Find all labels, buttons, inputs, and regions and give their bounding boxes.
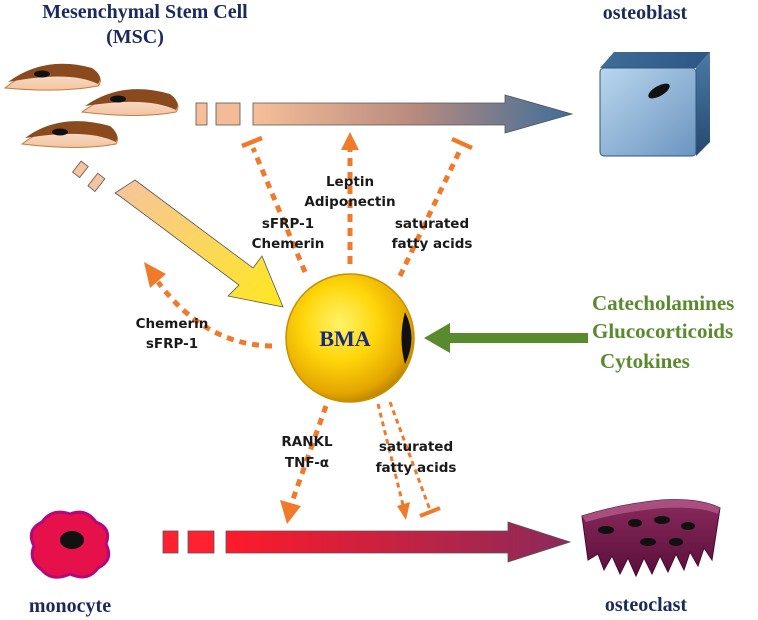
leptin-arrow bbox=[341, 132, 359, 264]
sfrp-top-inhibitor bbox=[241, 135, 308, 273]
sat-top-label-line2: fatty acids bbox=[392, 236, 473, 252]
rankl-arrow bbox=[280, 405, 329, 524]
monocyte-to-osteoclast-arrow bbox=[162, 521, 572, 563]
chemerin-left-label-line2: sFRP-1 bbox=[146, 336, 198, 352]
bma-cell bbox=[285, 273, 415, 403]
sat-top-label-line1: saturated bbox=[395, 216, 469, 232]
monocyte-title: monocyte bbox=[29, 595, 111, 617]
sat-top-inhibitor bbox=[397, 136, 473, 278]
msc-title-line2: (MSC) bbox=[106, 26, 164, 48]
sfrp-top-label-line2: Chemerin bbox=[252, 236, 325, 252]
rankl-label-line2: TNF-α bbox=[285, 455, 329, 471]
chemerin-left-arrow bbox=[144, 262, 273, 349]
leptin-label-line2: Adiponectin bbox=[304, 194, 395, 210]
bma-label: BMA bbox=[319, 326, 370, 351]
msc-cell-2 bbox=[80, 89, 179, 116]
osteoblast-cube bbox=[599, 52, 710, 157]
leptin-label-line1: Leptin bbox=[326, 174, 374, 190]
sat-bottom-signals bbox=[376, 401, 441, 520]
green-text-line3: Cytokines bbox=[600, 349, 690, 373]
sat-bottom-label-line2: fatty acids bbox=[376, 460, 457, 476]
msc-cell-3 bbox=[20, 121, 118, 148]
osteoclast-title: osteoclast bbox=[605, 594, 688, 616]
green-text-line2: Glucocorticoids bbox=[592, 319, 733, 343]
msc-cell-1 bbox=[3, 63, 101, 91]
rankl-label-line1: RANKL bbox=[281, 434, 333, 450]
monocyte-cell bbox=[29, 510, 111, 579]
sat-bottom-label-line1: saturated bbox=[379, 439, 453, 455]
green-text-line1: Catecholamines bbox=[592, 291, 734, 315]
green-input-arrow bbox=[424, 323, 588, 353]
msc-to-bma-arrow bbox=[71, 160, 284, 308]
sfrp-top-label-line1: sFRP-1 bbox=[262, 216, 314, 232]
msc-to-osteoblast-arrow bbox=[195, 94, 574, 134]
osteoblast-title: osteoblast bbox=[603, 2, 688, 24]
chemerin-left-label-line1: Chemerin bbox=[136, 316, 209, 332]
osteoclast-cell bbox=[581, 499, 721, 578]
msc-title-line1: Mesenchymal Stem Cell bbox=[42, 1, 248, 23]
